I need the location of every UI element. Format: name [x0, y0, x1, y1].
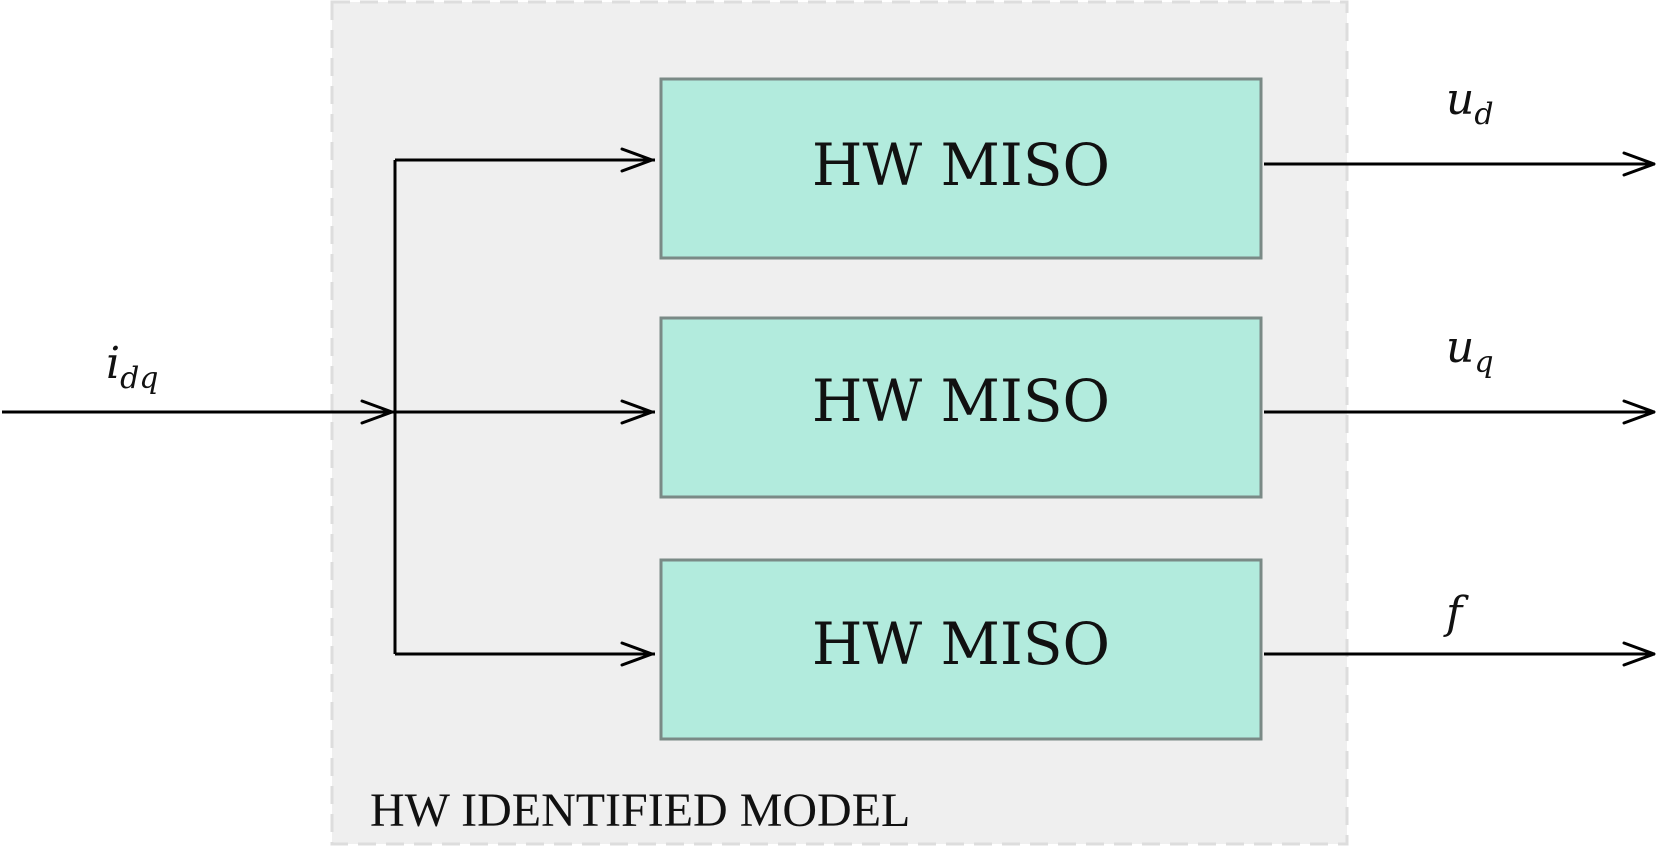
output-arrowhead-1 [1622, 151, 1656, 177]
hw-miso-block-3 [659, 558, 1263, 741]
output-signal-label-2: uq [1446, 322, 1494, 380]
hw-miso-label-2: HW MISO [812, 367, 1110, 435]
hw-miso-block-1 [659, 77, 1263, 260]
hw-miso-label-3: HW MISO [812, 610, 1110, 678]
output-arrowhead-3 [1622, 641, 1656, 667]
hw-miso-label-1: HW MISO [812, 131, 1110, 199]
container-label: HW IDENTIFIED MODEL [370, 784, 910, 837]
hw-miso-block-2 [659, 316, 1263, 499]
output-signal-label-1: ud [1446, 74, 1494, 132]
output-signal-label-3: f [1443, 588, 1469, 639]
output-arrowhead-2 [1622, 399, 1656, 425]
input-arrowhead [360, 399, 394, 425]
branch-arrowhead-3 [620, 641, 654, 667]
input-signal-label: idq [106, 338, 159, 396]
branch-arrowhead-1 [620, 147, 654, 173]
branch-arrowhead-2 [620, 399, 654, 425]
